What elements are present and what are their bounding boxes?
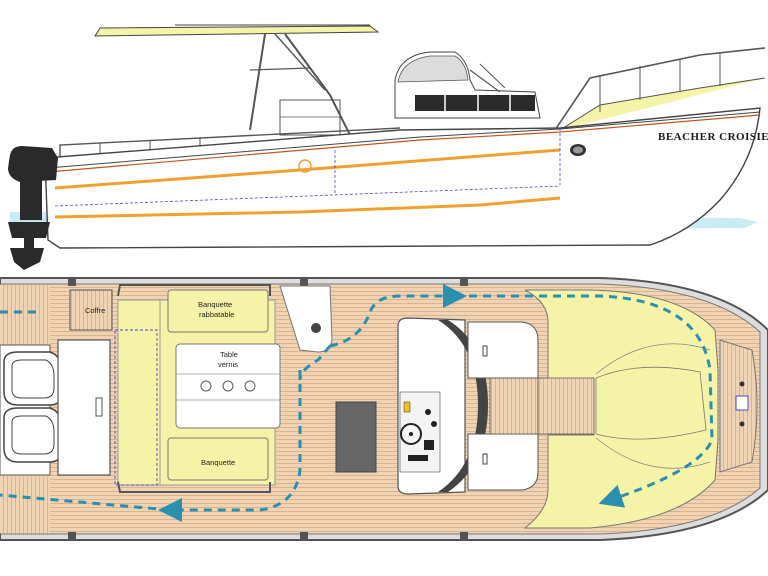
engine-top-2	[3, 407, 63, 463]
t-top-mounts	[68, 278, 468, 540]
cabin	[394, 51, 541, 119]
coffre-locker: Coffre	[69, 289, 113, 331]
table-sublabel: vernis	[218, 360, 238, 369]
banquette-bottom-label: Banquette	[201, 458, 235, 467]
circulation-path-cockpit	[298, 345, 332, 381]
banquette-top-label: Banquette	[198, 300, 232, 309]
cabin-top	[467, 321, 595, 491]
side-profile: BEACHER CROISIERE	[8, 24, 768, 270]
outboard-engine	[8, 146, 58, 270]
cooler-box	[335, 401, 377, 473]
engine-top-1	[3, 351, 63, 406]
t-top-canopy	[94, 24, 380, 136]
banquette-top-sublabel: rabbatable	[199, 310, 234, 319]
anchor-locker	[719, 339, 758, 473]
bow-railing	[554, 47, 766, 131]
circulation-path-bottom	[158, 370, 302, 522]
hull: BEACHER CROISIERE	[44, 107, 768, 249]
circulation-path-right	[455, 294, 714, 508]
top-plan: Coffre Banquette rabbatable Banquette Ta…	[0, 277, 768, 541]
circulation-path-top	[329, 284, 467, 348]
circulation-path-stern	[0, 493, 171, 512]
hull-name-text: BEACHER CROISIERE	[658, 131, 768, 143]
cockpit-table: Table vernis	[175, 343, 281, 429]
coffre-label: Coffre	[85, 306, 105, 315]
circulation-arrows	[0, 284, 714, 522]
table-label: Table	[220, 350, 238, 359]
bow-sunpad	[523, 289, 719, 529]
